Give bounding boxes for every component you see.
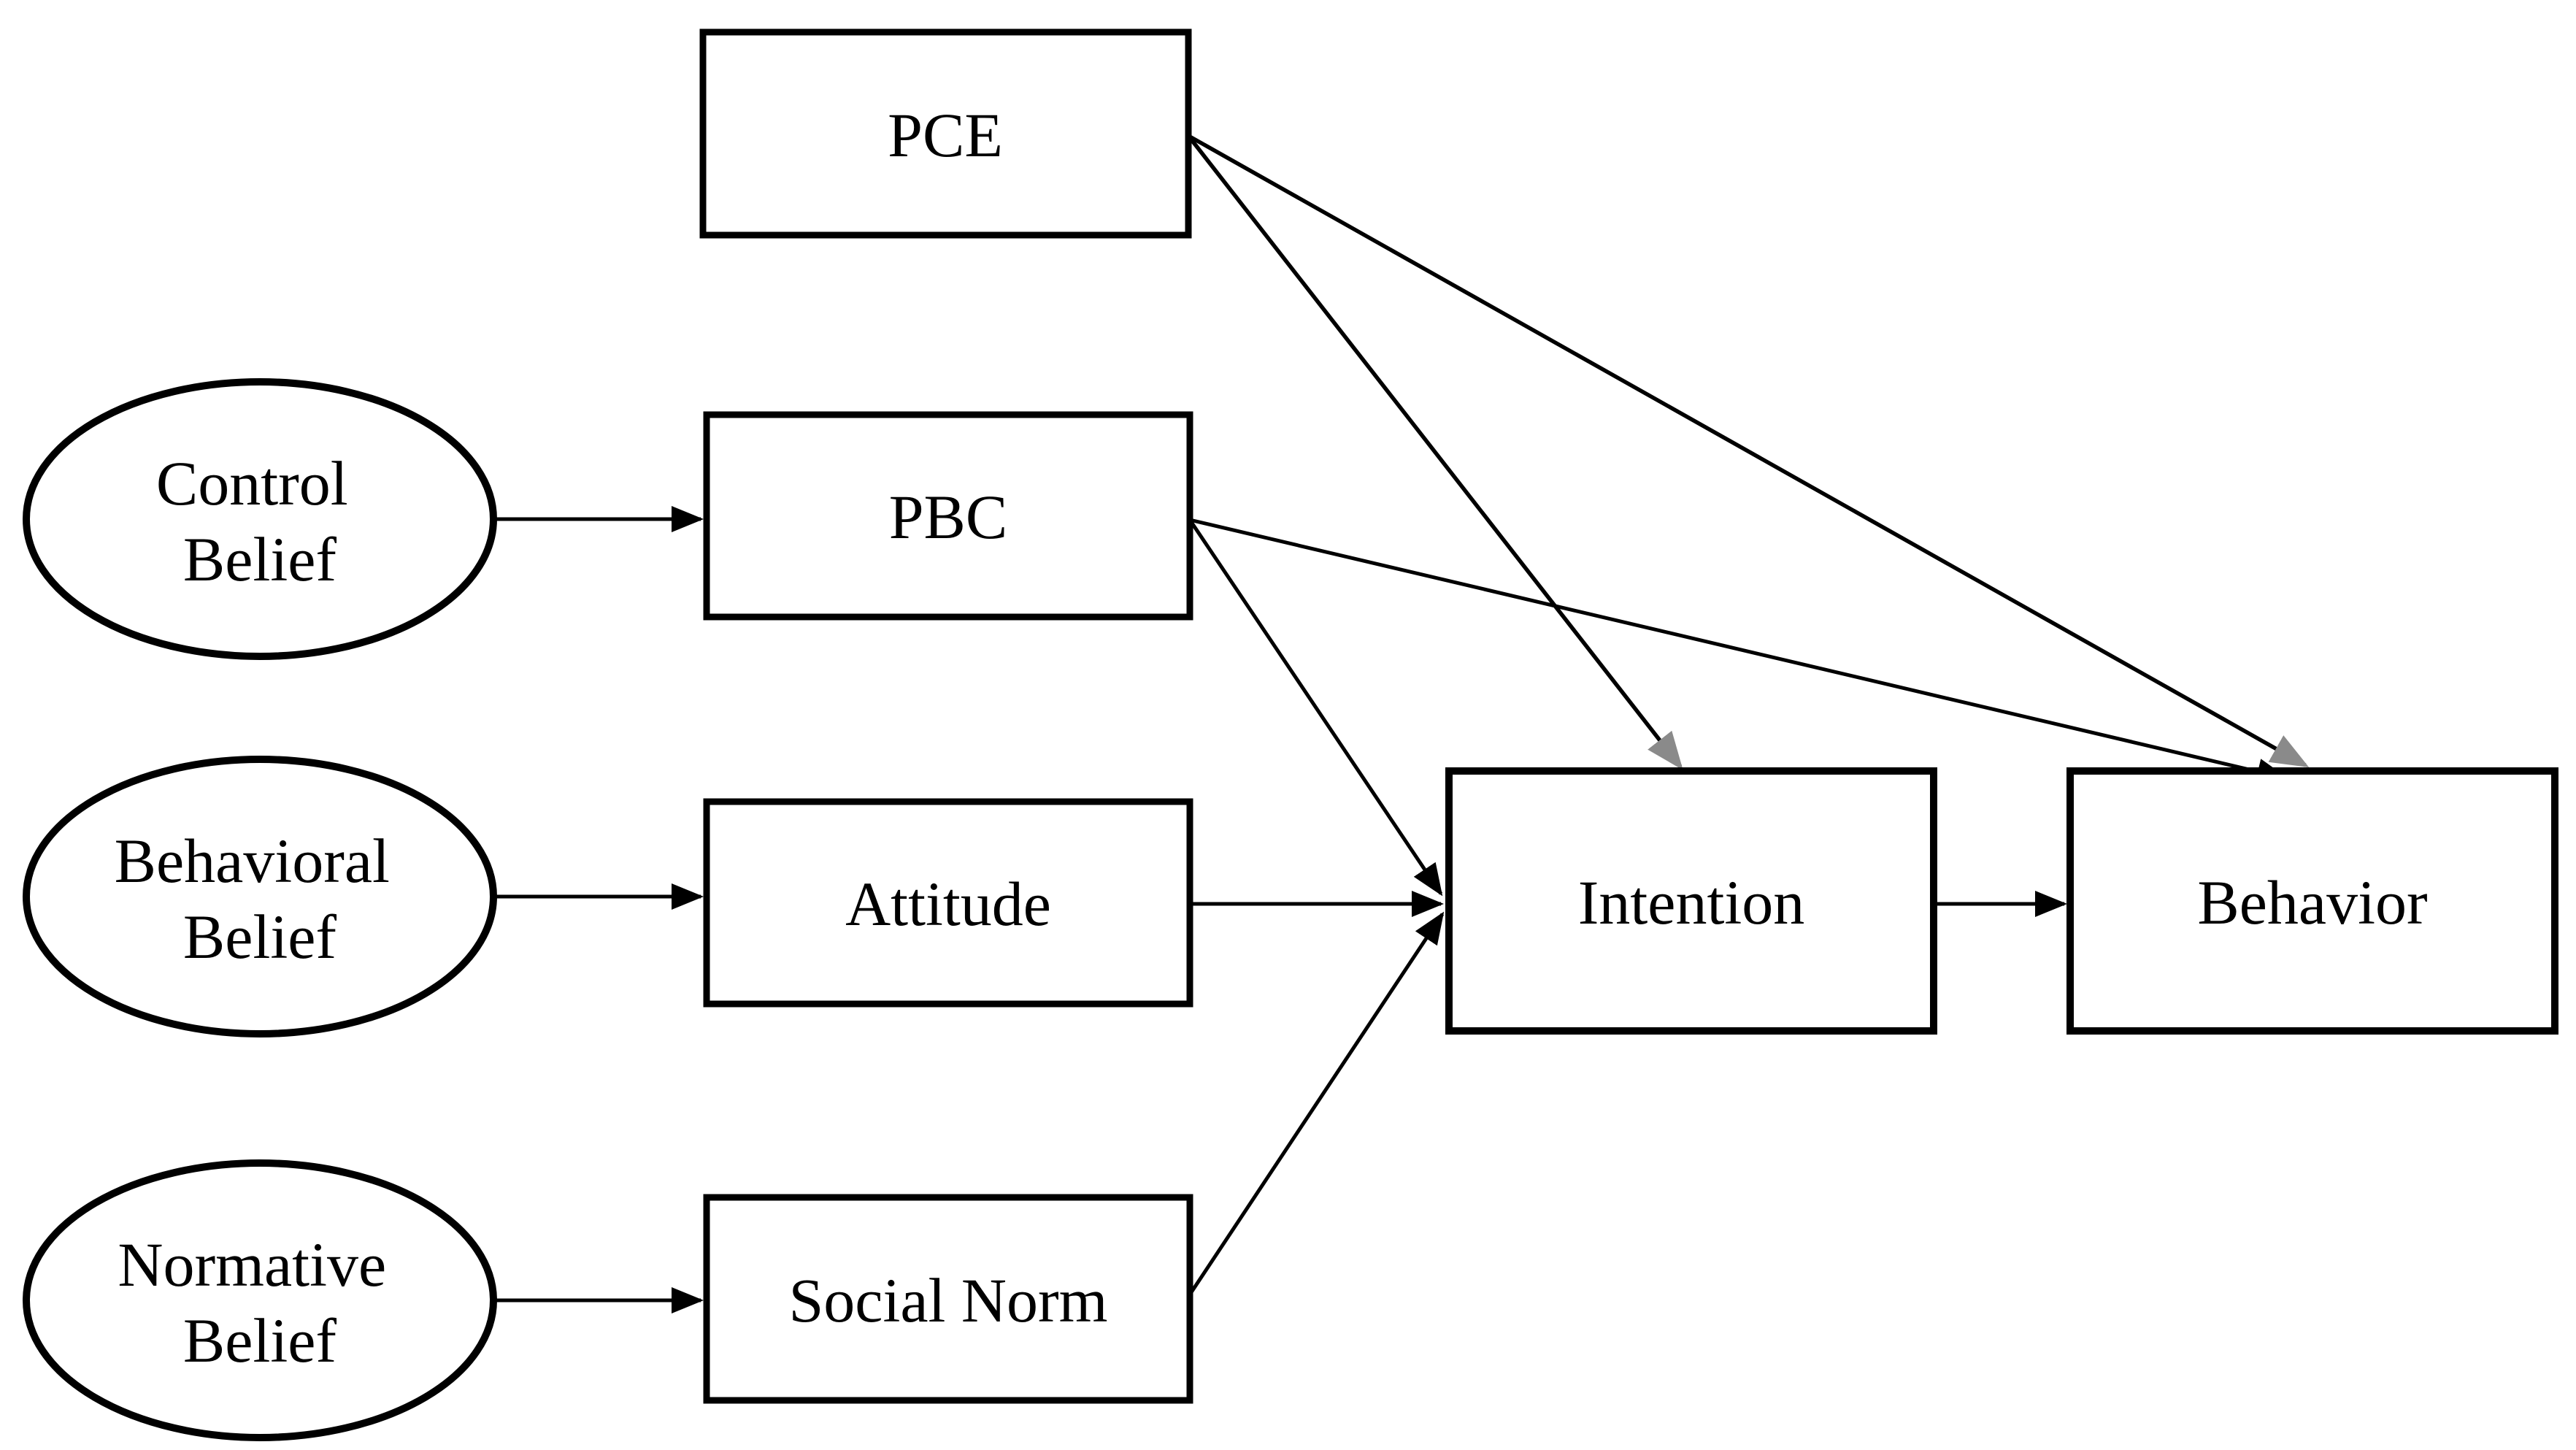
node-pbc-label: PBC	[889, 482, 1008, 552]
node-behavior-label: Behavior	[2197, 867, 2427, 937]
edge-pce-to-behavior	[1187, 134, 2310, 767]
edge-social-norm-to-intention	[1189, 911, 1445, 1294]
node-pbc-box	[703, 411, 1193, 621]
edge-pce-to-intention	[1186, 134, 1683, 770]
node-behavioral-belief-ellipse	[23, 756, 497, 1037]
node-attitude-box	[703, 798, 1193, 1008]
node-attitude-label: Attitude	[845, 869, 1051, 939]
node-pce-box	[699, 28, 1192, 239]
node-social-norm-label: Social Norm	[788, 1265, 1107, 1335]
edge-pbc-to-behavior	[1189, 518, 2289, 785]
node-intention-box	[1445, 767, 1937, 1035]
node-intention-label: Intention	[1578, 867, 1805, 937]
node-normative-belief-label: Normative Belief	[118, 1230, 401, 1376]
node-behavior-box	[2066, 767, 2558, 1035]
node-normative-belief-ellipse	[23, 1159, 497, 1441]
node-behavioral-belief-label: Behavioral Belief	[115, 826, 406, 972]
node-pce-label: PCE	[888, 100, 1003, 170]
edge-pbc-to-intention	[1188, 518, 1443, 897]
node-social-norm-box	[703, 1194, 1193, 1404]
node-control-belief-label: Control Belief	[156, 448, 364, 594]
node-control-belief-ellipse	[23, 378, 497, 660]
